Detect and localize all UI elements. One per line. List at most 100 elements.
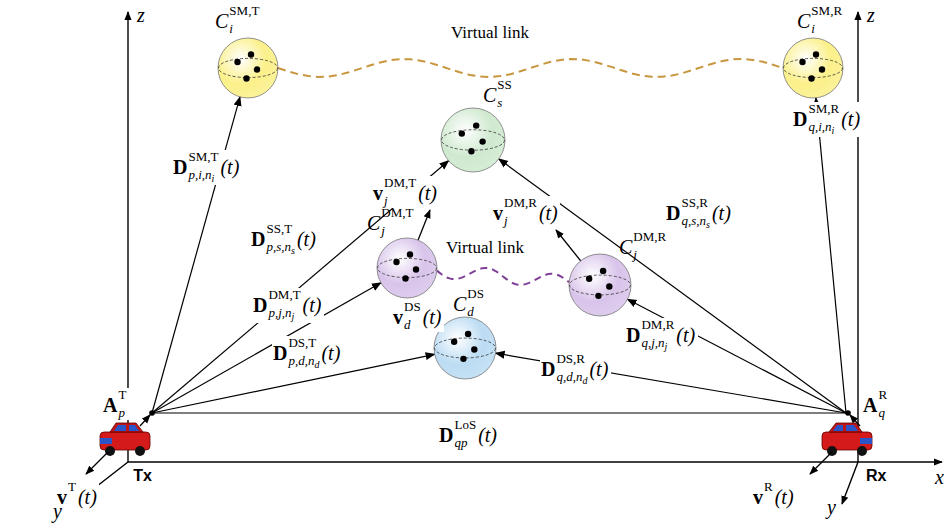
axis-label: z — [866, 4, 877, 26]
axis-label-part: z — [867, 5, 875, 25]
scatterer-dot — [465, 331, 471, 337]
vector-label-part: (t) — [321, 343, 340, 363]
vector-label-part: qp — [454, 436, 467, 449]
vector-label-part: v — [57, 487, 67, 507]
vector-label-part: (t) — [423, 307, 442, 327]
propagation-path — [152, 412, 846, 413]
antenna-vector — [140, 415, 150, 426]
vector-label: vDM,Tj(t) — [372, 176, 440, 208]
cluster-label-part: j — [381, 224, 385, 237]
scatterer-dot — [393, 259, 399, 265]
car-wheel — [105, 446, 115, 456]
sphere-outline — [377, 238, 437, 298]
vector-label-part: D — [273, 343, 287, 363]
sphere-equator — [570, 275, 631, 295]
vector-label-part: p,d,n — [288, 354, 314, 367]
scatterer-dot — [813, 51, 819, 57]
sphere-outline — [441, 108, 505, 172]
cluster-label-part: C — [619, 237, 632, 257]
vector-label-part: j — [665, 342, 668, 352]
sphere-outline — [783, 38, 843, 98]
scatterer-dot — [468, 148, 474, 154]
vector-label-part: s — [291, 246, 295, 256]
scatterer-dot — [407, 251, 413, 257]
propagation-path — [152, 97, 240, 413]
scatterer-dot — [402, 275, 408, 281]
vehicle-label: Tx — [133, 468, 152, 484]
vector-label-part: D — [251, 229, 265, 249]
propagation-path — [628, 299, 847, 413]
virtual-link — [437, 268, 569, 285]
propagation-path — [152, 354, 435, 413]
scatterer-dot — [819, 66, 825, 72]
sphere-outline — [569, 254, 631, 316]
vector-label-part: D — [439, 425, 453, 445]
scatterer-cluster: CiSM,R — [781, 2, 847, 100]
cluster-label-part: C — [453, 294, 466, 314]
vector-label-part: q,d,n — [556, 370, 582, 383]
car-stripe — [860, 438, 872, 444]
car-wheel — [827, 446, 837, 456]
vector-label-part: (t) — [841, 109, 860, 129]
vector-label-part: q,s,n — [681, 214, 706, 227]
cluster-label-part: j — [633, 248, 637, 261]
vector-label-part: DM,T — [268, 288, 300, 301]
scatterer-dot — [808, 75, 814, 81]
axis-label-part: x — [935, 467, 944, 487]
vector-label: DSM,Rq,i,ni(t) — [792, 102, 863, 137]
vector-label-part: SM,T — [188, 150, 218, 163]
vector-label-part: (t) — [297, 229, 316, 249]
vector-label-part: v — [493, 203, 503, 223]
cluster-label: CjDM,T — [366, 206, 416, 238]
scatterer-dot — [460, 356, 466, 362]
vector-label: DLoSqp(t) — [438, 418, 500, 450]
vector-label-part: d — [404, 318, 411, 331]
vector-label-part: (t) — [539, 203, 558, 223]
x-axis — [128, 461, 942, 462]
cluster-label: CdDS — [452, 287, 486, 319]
vector-label-part: (t) — [775, 487, 794, 507]
scatterer-dot — [586, 276, 592, 282]
vector-label: vR(t) — [752, 480, 796, 508]
vector-label: DDM,Tp,j,nj(t) — [252, 288, 324, 323]
vehicle-node: Tx — [98, 413, 152, 486]
vector-label-part: i — [212, 174, 215, 184]
vector-label-part: D — [253, 295, 267, 315]
car-wheel — [135, 446, 145, 456]
vector-label-part: j — [292, 312, 295, 322]
vector-label-part: A — [103, 395, 117, 415]
vector-label-part: D — [173, 157, 187, 177]
velocity-arrow — [86, 452, 108, 474]
axis-label: x — [934, 466, 946, 488]
sphere-equator — [784, 58, 843, 77]
scatterer-dot — [471, 346, 477, 352]
axis-label: z — [136, 4, 147, 26]
link-label: Virtual link — [451, 24, 529, 41]
cluster-label-part: C — [797, 11, 810, 31]
scatterer-dot — [234, 59, 240, 65]
vector-label-part: D — [793, 109, 807, 129]
vector-label-part: D — [666, 203, 680, 223]
cluster-sphere — [568, 253, 632, 317]
vector-label-part: DS,T — [288, 336, 316, 349]
vector-label-part: DM,R — [641, 318, 674, 331]
scatterer-dot — [413, 266, 419, 272]
vector-label-part: T — [68, 480, 76, 493]
cluster-label-part: d — [467, 305, 474, 318]
cluster-sphere — [217, 37, 279, 99]
vector-label-part: D — [541, 359, 555, 379]
vector-label-part: LoS — [454, 418, 476, 431]
vector-label-part: (t) — [220, 157, 239, 177]
vector-label-part: DM,T — [384, 176, 416, 189]
vector-label-part: v — [373, 183, 383, 203]
sphere-equator — [378, 258, 437, 277]
cluster-label-part: s — [497, 96, 502, 109]
vector-label: vDM,Rj(t) — [492, 196, 560, 228]
vector-label-part: R — [878, 388, 887, 401]
vector-label: DDS,Tp,d,nd(t) — [272, 336, 343, 371]
axis-label: y — [826, 496, 838, 518]
scatterer-dot — [600, 268, 606, 274]
propagation-path — [152, 161, 449, 413]
vector-label-part: (t) — [712, 203, 731, 223]
